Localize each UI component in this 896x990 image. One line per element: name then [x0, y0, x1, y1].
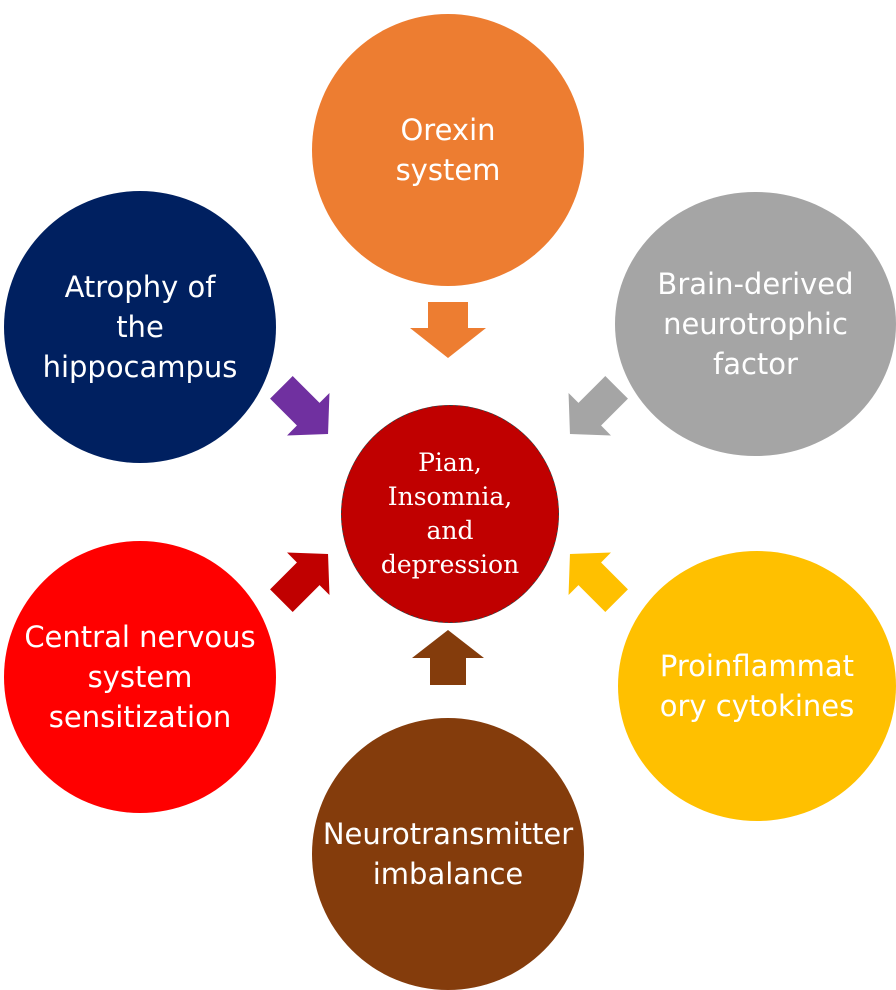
arrow-orexin-to-center	[410, 302, 486, 358]
node-label: Brain-derived neurotrophic factor	[657, 267, 854, 381]
center-node-pain-insomnia-depression: Pian, Insomnia, and depression	[341, 405, 559, 623]
arrow-cns-to-center	[270, 552, 330, 612]
node-label: Atrophy of the hippocampus	[42, 270, 238, 384]
arrow-cytokines-to-center	[568, 552, 628, 612]
arrow-bdnf-to-center	[568, 376, 628, 436]
node-brain-derived-neurotrophic-factor: Brain-derived neurotrophic factor	[615, 192, 896, 456]
node-label: Neurotransmitter imbalance	[322, 817, 574, 891]
arrow-neurotransmitter-to-center	[412, 630, 484, 685]
center-label: Pian, Insomnia, and depression	[380, 448, 520, 579]
node-orexin-system: Orexin system	[312, 14, 584, 286]
node-proinflammatory-cytokines: Proinflammat ory cytokines	[618, 551, 896, 821]
node-label: Orexin system	[395, 113, 501, 187]
node-label: Central nervous system sensitization	[24, 620, 256, 734]
node-atrophy-of-hippocampus: Atrophy of the hippocampus	[4, 191, 276, 463]
arrow-atrophy-to-center	[270, 376, 330, 436]
node-central-nervous-system-sensitization: Central nervous system sensitization	[4, 541, 276, 813]
node-label: Proinflammat ory cytokines	[659, 649, 855, 723]
node-neurotransmitter-imbalance: Neurotransmitter imbalance	[312, 718, 584, 990]
